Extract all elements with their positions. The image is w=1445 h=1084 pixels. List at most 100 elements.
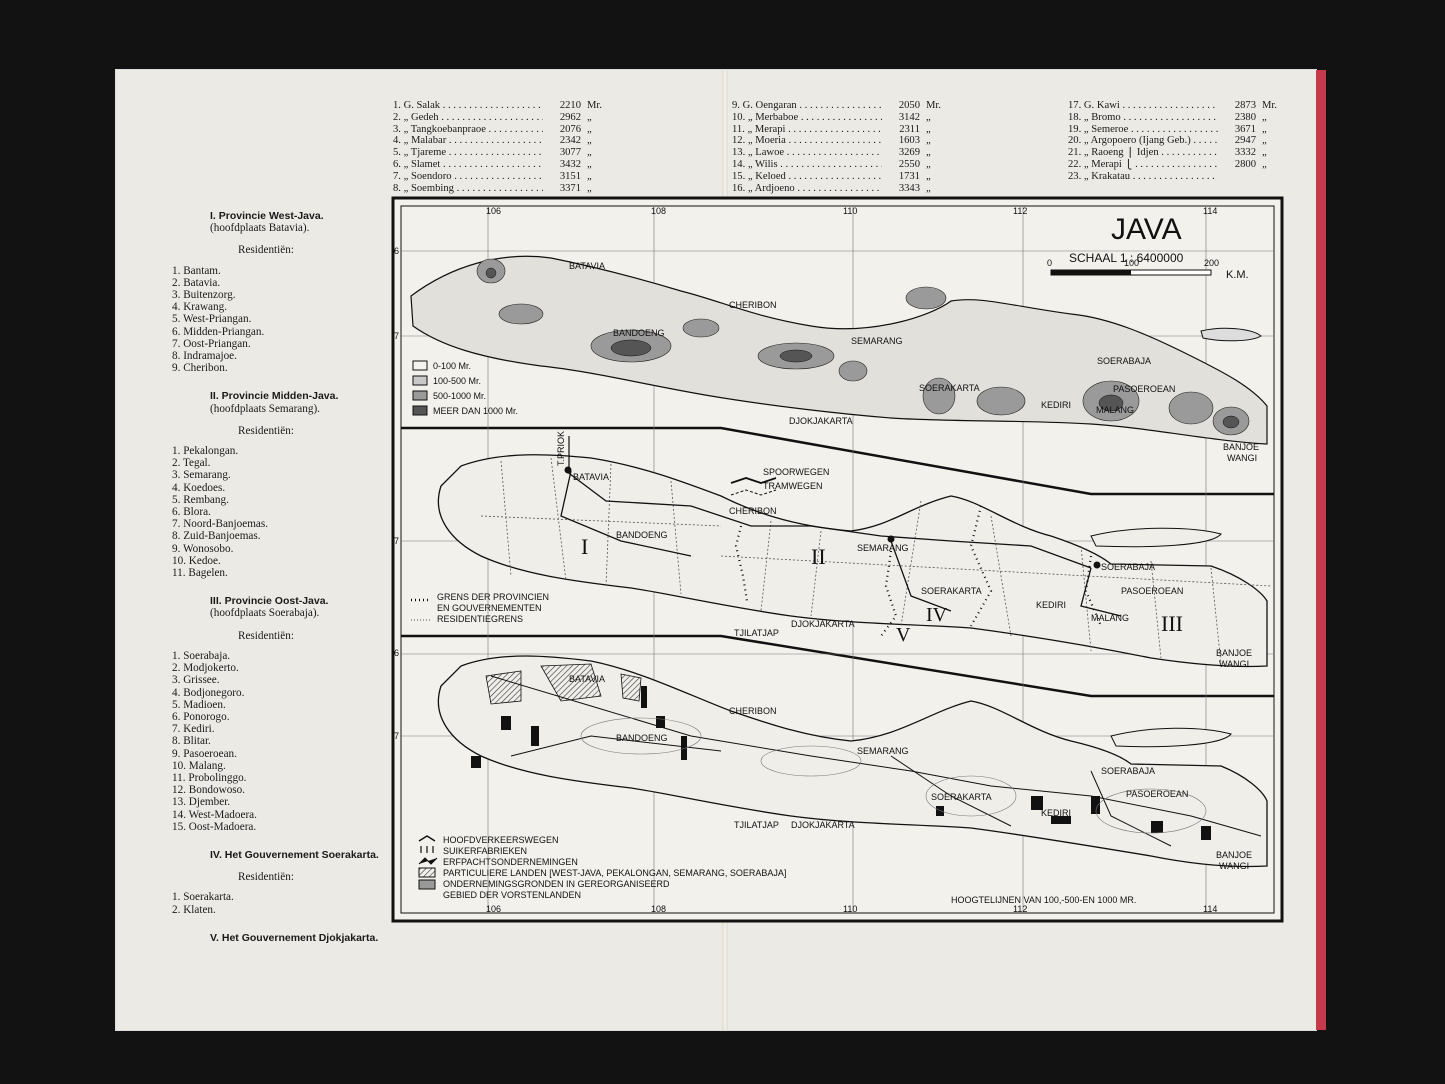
mountain-row: 11. „ Merapi2311„ — [732, 124, 954, 136]
residencies-heading: Residentiën: — [238, 871, 294, 884]
city-label: CHERIBON — [729, 300, 777, 310]
scale-tick: 100 — [1124, 258, 1139, 268]
residency-list: 1. Pekalongan.2. Tegal.3. Semarang.4. Ko… — [172, 445, 380, 579]
province-title: IV. Het Gouvernement Soerakarta. — [210, 848, 379, 861]
residency-item: 7. Oost-Priangan. — [172, 337, 251, 350]
residency-item: 10. Malang. — [172, 759, 226, 772]
residency-item: 1. Soerabaja. — [172, 649, 231, 662]
scale-tick: 0 — [1047, 258, 1052, 268]
mountain-height: 2342 — [559, 135, 581, 147]
mountain-unit: „ — [1262, 123, 1267, 135]
residency-item: 6. Ponorogo. — [172, 710, 230, 723]
mountain-unit: „ — [926, 170, 931, 182]
mountain-row: 17. G. Kawi2873Mr. — [1068, 100, 1290, 112]
city-label: PASOEROEAN — [1121, 586, 1183, 596]
mountain-name: 20. „ Argopoero (Ijang Geb.) — [1068, 135, 1218, 147]
mountain-height: 1731 — [898, 170, 920, 182]
mountain-row: 8. „ Soembing3371„ — [393, 183, 615, 195]
province-numeral: III — [1161, 611, 1183, 636]
mountain-unit: „ — [1262, 147, 1267, 159]
mountain-height: 3432 — [559, 158, 581, 170]
residency-list: 1. Soerabaja.2. Modjokerto.3. Grissee.4.… — [172, 650, 380, 833]
mountain-row: 9. G. Oengaran2050Mr. — [732, 100, 954, 112]
mountain-row: 3. „ Tangkoebanpraoe2076„ — [393, 124, 615, 136]
mountain-height: 3142 — [898, 111, 920, 123]
mountain-row: 6. „ Slamet3432„ — [393, 159, 615, 171]
legend-label: GRENS DER PROVINCIEN — [437, 592, 549, 602]
city-label: WANGI — [1219, 659, 1249, 669]
panel-divider-2 — [401, 634, 1274, 698]
residency-item: 9. Pasoeroean. — [172, 747, 237, 760]
mountain-row: 23. „ Krakatau — [1068, 171, 1290, 183]
residency-item: 2. Modjokerto. — [172, 662, 239, 675]
residency-item: 11. Probolinggo. — [172, 771, 247, 784]
lon-label: 114 — [1203, 904, 1217, 914]
scale-tick: 200 — [1204, 258, 1219, 268]
legend-label: TRAMWEGEN — [763, 481, 823, 491]
mountain-unit: „ — [587, 147, 592, 159]
mountain-height: 3343 — [898, 182, 920, 194]
province-capital: (hoofdplaats Batavia). — [210, 222, 310, 235]
city-label: KEDIRI — [1041, 400, 1071, 410]
mountain-height: 2050 — [898, 100, 920, 111]
city-label: SOERABAJA — [1101, 562, 1155, 572]
legend-label: PARTICULIERE LANDEN [WEST-JAVA, PEKALONG… — [443, 868, 786, 878]
residencies-heading: Residentiën: — [238, 424, 294, 437]
city-label: KEDIRI — [1036, 600, 1066, 610]
lon-label: 110 — [843, 904, 857, 914]
city-label: KEDIRI — [1041, 808, 1071, 818]
mountain-row: 14. „ Wilis2550„ — [732, 159, 954, 171]
mountain-unit: „ — [587, 135, 592, 147]
residency-item: 3. Semarang. — [172, 469, 231, 482]
mountain-unit: „ — [926, 111, 931, 123]
mountain-unit: „ — [1262, 135, 1267, 147]
lon-label: 106 — [486, 206, 501, 216]
mountain-name: 18. „ Bromo — [1068, 112, 1218, 124]
mountain-height: 2947 — [1234, 135, 1256, 147]
mountain-height: 2962 — [559, 111, 581, 123]
mountain-name: 4. „ Malabar — [393, 135, 543, 147]
residency-item: 6. Midden-Priangan. — [172, 325, 265, 338]
mountain-name: 17. G. Kawi — [1068, 100, 1218, 112]
residency-item: 11. Bagelen. — [172, 567, 228, 580]
legend-label: ONDERNEMINGSGRONDEN IN GEREORGANISEERD — [443, 879, 670, 889]
city-label: PASOEROEAN — [1113, 384, 1175, 394]
legend-swatch — [412, 360, 428, 371]
residency-item: 1. Soerakarta. — [172, 891, 234, 904]
mountain-row: 20. „ Argopoero (Ijang Geb.) 2947 „ — [1068, 135, 1290, 147]
province-title: V. Het Gouvernement Djokjakarta. — [210, 931, 379, 944]
legend-label: GEBIED DER VORSTENLANDEN — [443, 890, 581, 900]
residency-item: 10. Kedoe. — [172, 554, 221, 567]
mountain-name: 13. „ Lawoe — [732, 147, 882, 159]
residency-item: 1. Bantam. — [172, 264, 221, 277]
residency-item: 8. Blitar. — [172, 735, 211, 748]
legend-swatch — [412, 405, 428, 416]
residency-item: 12. Bondowoso. — [172, 784, 246, 797]
residency-item: 13. Djember. — [172, 796, 231, 809]
lat-label: 7 — [394, 731, 399, 741]
mountain-height — [1218, 171, 1256, 183]
mountain-height: 3269 — [898, 147, 920, 159]
mountain-name: 15. „ Keloed — [732, 171, 882, 183]
legend-label: EN GOUVERNEMENTEN — [437, 603, 542, 613]
scale-unit: K.M. — [1226, 269, 1249, 281]
mountain-name: 10. „ Merbaboe — [732, 112, 882, 124]
mountain-unit: Mr. — [1262, 100, 1278, 111]
city-label: BANDOENG — [616, 733, 668, 743]
mountain-row: 4. „ Malabar 2342 „ — [393, 135, 615, 147]
mountain-unit: „ — [587, 111, 592, 123]
province-title: I. Provincie West-Java. — [210, 210, 324, 222]
residency-item: 8. Indramajoe. — [172, 350, 237, 363]
residency-item: 14. West-Madoera. — [172, 808, 257, 821]
legend-label: 100-500 Mr. — [433, 376, 481, 386]
city-label: PASOEROEAN — [1126, 789, 1188, 799]
lon-label: 106 — [486, 904, 501, 914]
city-label: SOERAKARTA — [921, 586, 982, 596]
mountain-name: 21. „ Raoeng ⎧ Idjen — [1068, 147, 1218, 159]
mountain-unit: „ — [587, 123, 592, 135]
lon-label: 112 — [1013, 206, 1027, 216]
city-label: TJILATJAP — [734, 628, 779, 638]
legend-swatch — [412, 375, 428, 386]
mountain-row: 1. G. Salak2210Mr. — [393, 100, 615, 112]
city-label: T.PRIOK — [556, 431, 566, 466]
